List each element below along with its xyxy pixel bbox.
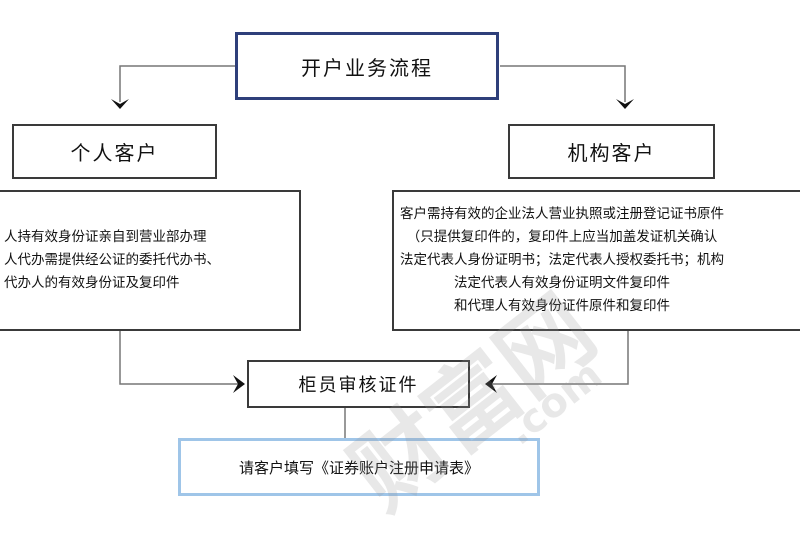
arrow-down-individual-icon — [111, 99, 129, 109]
institution-requirement-line-3: 法定代表人身份证明书；法定代表人授权委托书；机构 — [400, 252, 724, 268]
individual-requirement-line-1: 人持有效身份证亲自到营业部办理 — [4, 229, 207, 245]
connector-title-to-institution — [500, 65, 626, 102]
connector-institution-text-to-review — [490, 331, 629, 385]
individual-requirement-line-2: 人代办需提供经公证的委托代办书、 — [4, 252, 220, 268]
process-title-box: 开户业务流程 — [235, 32, 499, 100]
teller-review-box: 柜员审核证件 — [247, 360, 470, 408]
institution-customer-label: 机构客户 — [567, 141, 656, 165]
arrow-left-review-icon — [485, 375, 497, 393]
institution-requirement-line-5: 和代理人有效身份证件原件和复印件 — [454, 298, 670, 314]
institution-requirement-line-4: 法定代表人有效身份证明文件复印件 — [454, 275, 670, 291]
individual-requirement-line-3: 代办人的有效身份证及复印件 — [4, 275, 180, 291]
connector-title-to-individual — [119, 65, 235, 102]
individual-requirements-box: 人持有效身份证亲自到营业部办理 人代办需提供经公证的委托代办书、 代办人的有效身… — [0, 190, 301, 331]
connector-individual-text-to-review — [119, 331, 240, 385]
institution-customer-box: 机构客户 — [508, 124, 715, 179]
individual-customer-box: 个人客户 — [12, 124, 217, 179]
institution-requirements-box: 客户需持有效的企业法人营业执照或注册登记证书原件 （只提供复印件的，复印件上应当… — [392, 190, 800, 331]
process-title: 开户业务流程 — [301, 55, 433, 80]
institution-requirements-text: 客户需持有效的企业法人营业执照或注册登记证书原件 （只提供复印件的，复印件上应当… — [394, 203, 724, 318]
institution-requirement-line-1: 客户需持有效的企业法人营业执照或注册登记证书原件 — [400, 206, 724, 222]
application-form-box: 请客户填写《证券账户注册申请表》 — [178, 438, 540, 496]
arrow-right-review-icon — [233, 375, 245, 393]
individual-requirements-text: 人持有效身份证亲自到营业部办理 人代办需提供经公证的委托代办书、 代办人的有效身… — [0, 226, 220, 295]
institution-requirement-line-2: （只提供复印件的，复印件上应当加盖发证机关确认 — [406, 229, 718, 245]
arrow-down-institution-icon — [616, 99, 634, 109]
individual-customer-label: 个人客户 — [70, 141, 159, 165]
teller-review-label: 柜员审核证件 — [298, 375, 419, 396]
application-form-label: 请客户填写《证券账户注册申请表》 — [238, 458, 479, 477]
flow-connectors — [111, 65, 634, 438]
